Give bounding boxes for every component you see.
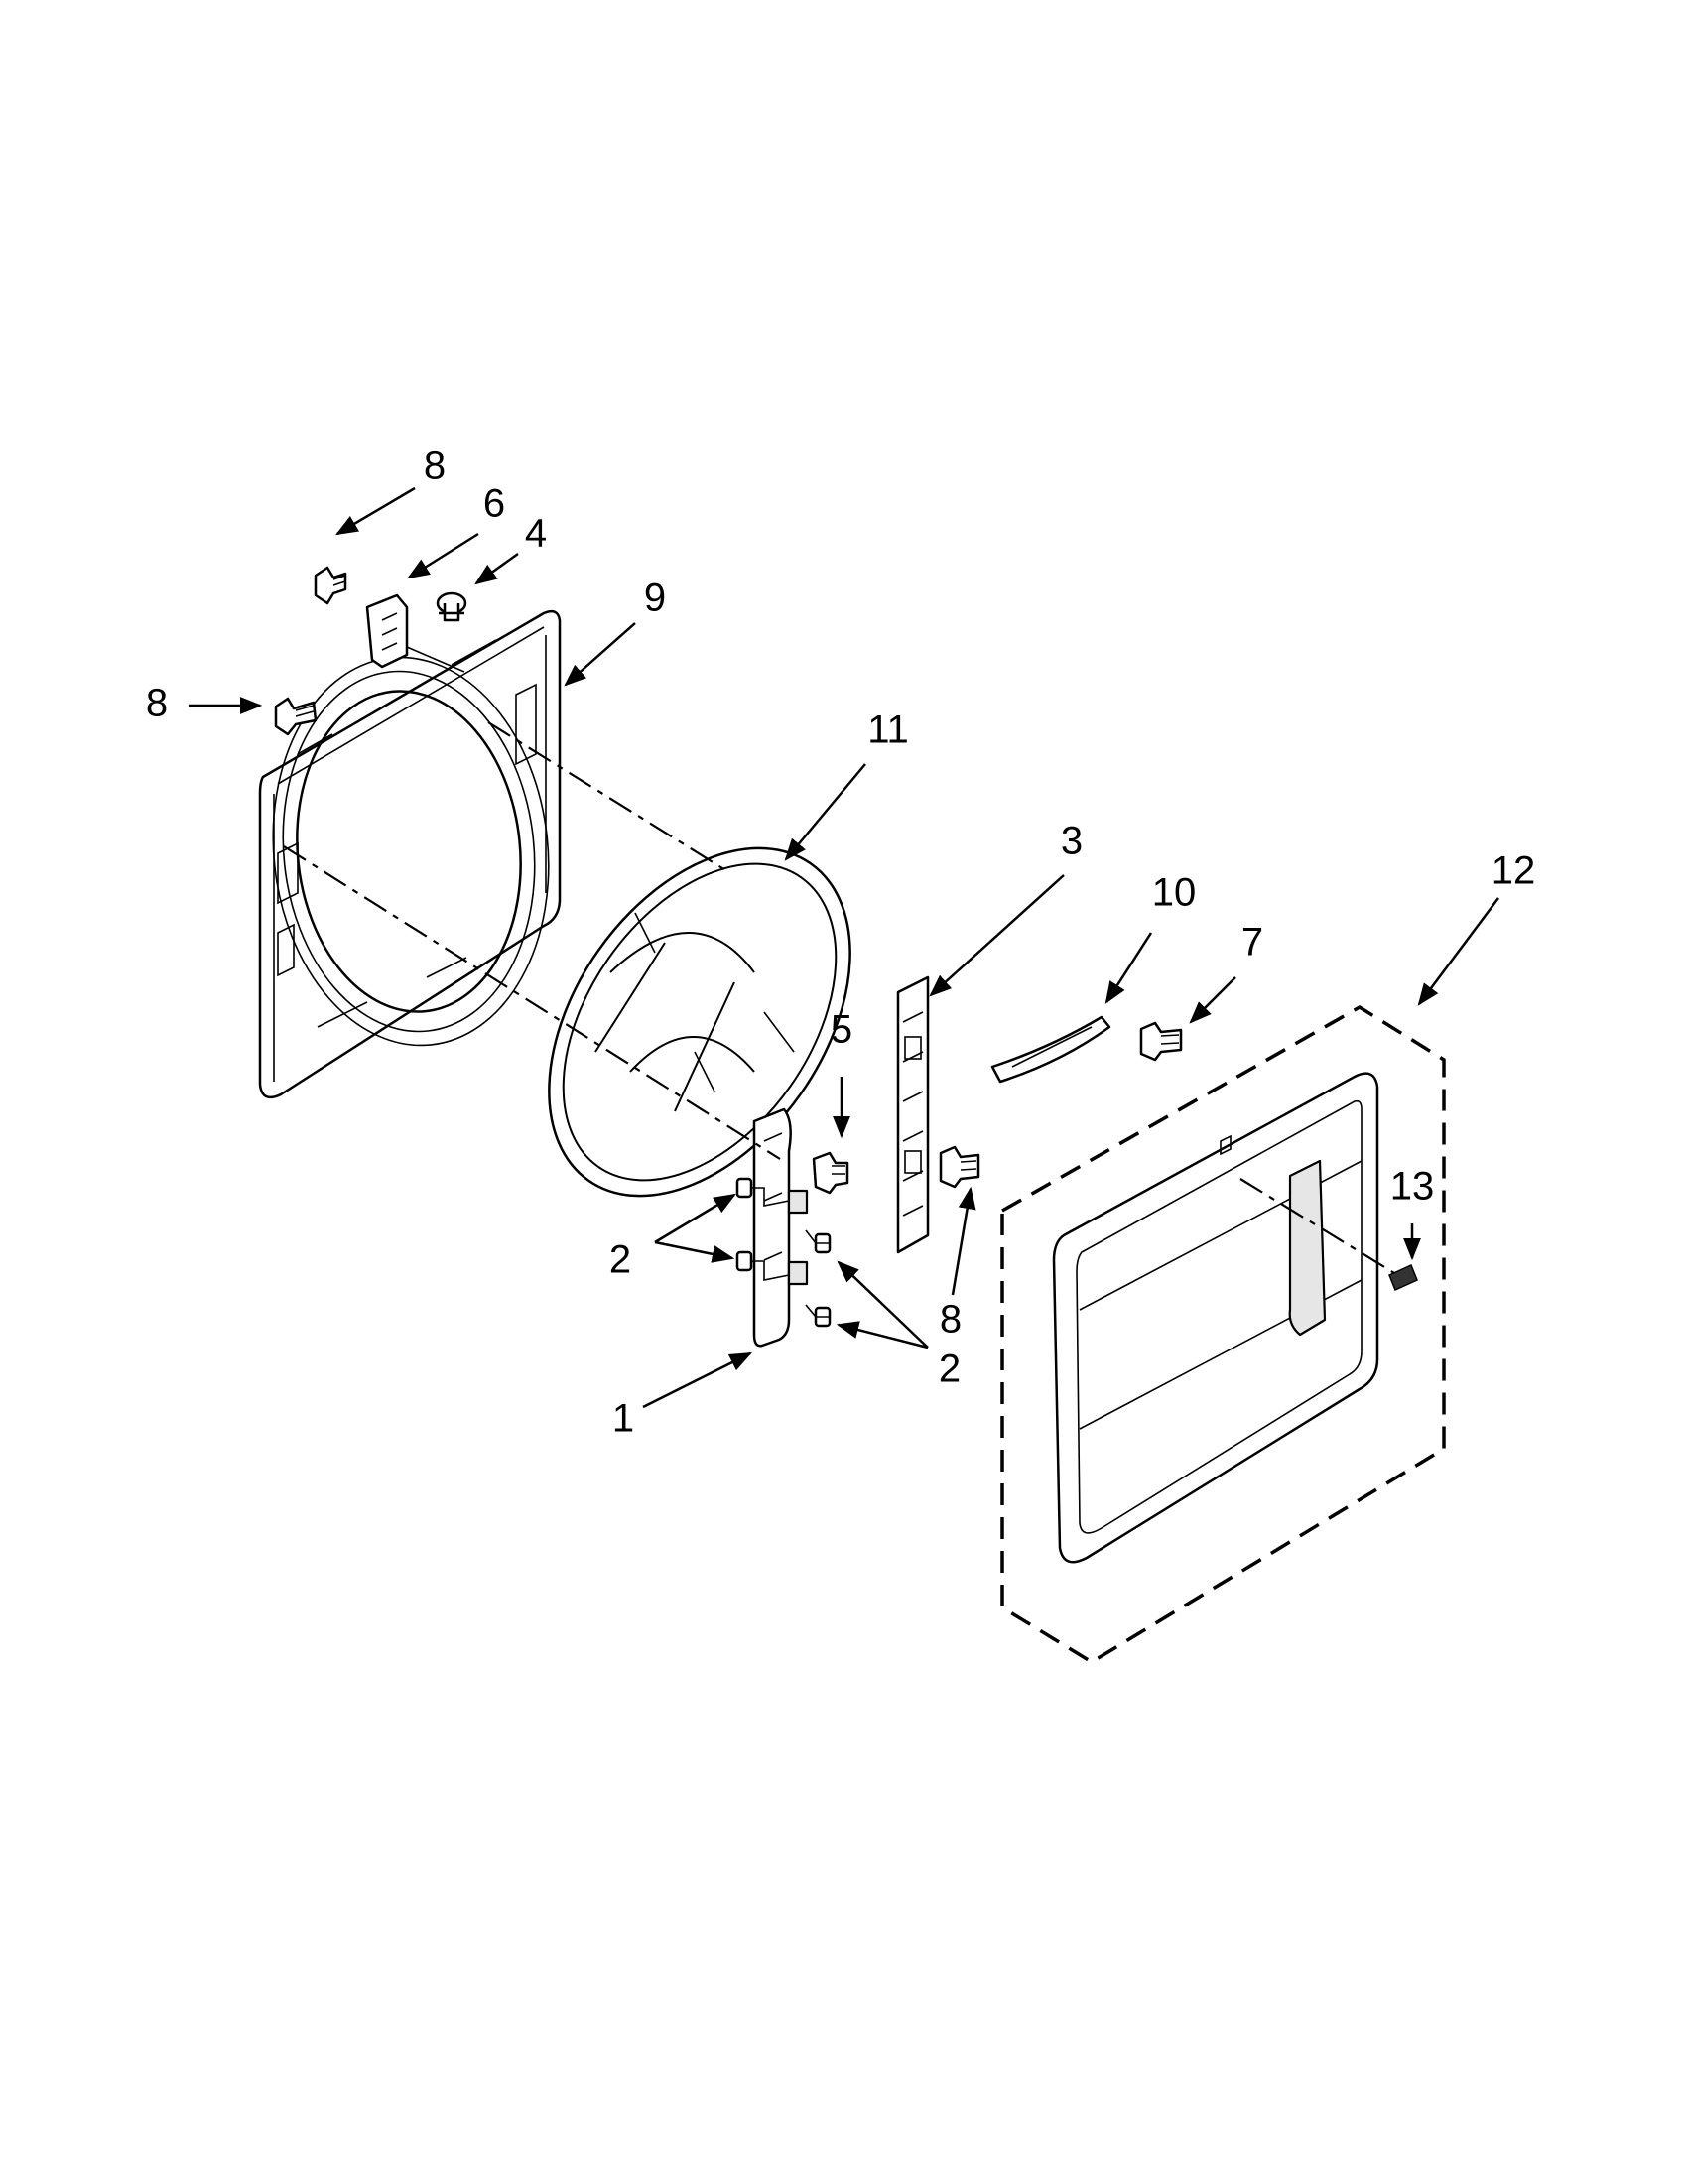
hinge-bracket-small — [365, 593, 409, 669]
screw-8-right — [939, 1145, 980, 1189]
screw-7 — [1139, 1021, 1183, 1062]
callout-4: 4 — [525, 512, 547, 556]
screw-8-left — [274, 697, 318, 736]
outer-door-assembly — [1000, 1004, 1446, 1665]
screw-8-top — [314, 566, 347, 605]
door-handle-trim — [990, 1015, 1111, 1084]
hinge-plate — [896, 975, 930, 1254]
axis-line-latch — [1239, 1178, 1395, 1274]
latch-strike — [1388, 1263, 1418, 1292]
axis-line-lower — [283, 845, 781, 1160]
bushing-1 — [735, 1177, 753, 1199]
callout-2-right: 2 — [939, 1348, 961, 1391]
callout-12: 12 — [1492, 849, 1536, 893]
callout-3: 3 — [1061, 820, 1083, 863]
callout-7: 7 — [1241, 921, 1263, 964]
leader-arrows — [189, 486, 1500, 1409]
screw-5 — [812, 1151, 849, 1195]
door-glass-bowl — [548, 846, 851, 1198]
callout-11: 11 — [867, 708, 909, 752]
callout-13: 13 — [1390, 1165, 1435, 1209]
callout-8-left: 8 — [146, 682, 168, 725]
inner-door-frame — [258, 609, 562, 1099]
callout-9: 9 — [644, 577, 666, 620]
callout-8-right: 8 — [940, 1298, 962, 1342]
bushing-2 — [735, 1250, 753, 1272]
hinge — [752, 1107, 809, 1348]
callout-10: 10 — [1152, 871, 1197, 915]
callout-1: 1 — [612, 1397, 634, 1441]
callout-5: 5 — [831, 1008, 852, 1052]
callout-8-top: 8 — [424, 445, 446, 488]
push-plug — [436, 591, 467, 622]
callout-6: 6 — [483, 482, 505, 526]
callout-2-left: 2 — [609, 1238, 631, 1282]
